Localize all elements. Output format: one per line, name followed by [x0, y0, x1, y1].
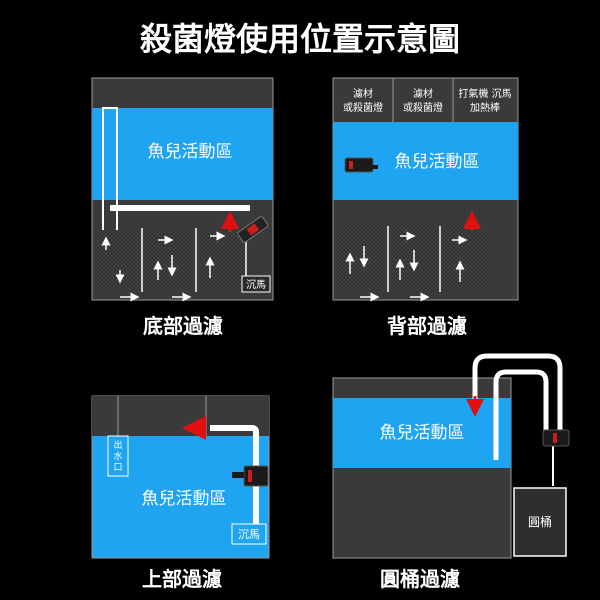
outlet-char-1: 出	[113, 439, 122, 451]
return-pipe	[110, 205, 250, 211]
filter-compartment	[340, 228, 384, 290]
top-filter-label: 上部過濾	[142, 567, 222, 591]
canister-label: 圓桶	[528, 514, 552, 529]
compartment-3-line2: 加熱棒	[470, 101, 500, 114]
fish-zone-label: 魚兒活動區	[395, 152, 480, 172]
sump-pump-box	[231, 523, 267, 545]
sump-pump-box	[241, 275, 271, 293]
compartment-2-line2: 或殺菌燈	[403, 101, 443, 114]
outlet-box	[107, 435, 129, 477]
outlet-char-3: 口	[113, 463, 122, 473]
back-filter-label: 背部過濾	[387, 314, 467, 338]
panel-top-filter: 出 水 口 魚兒活動區 沉馬 上部過濾	[91, 395, 270, 591]
compartment-2-line1: 濾材	[413, 87, 433, 100]
outlet-char-2: 水	[113, 450, 122, 462]
uv-sterilizer	[542, 429, 570, 447]
uv-sterilizer	[237, 216, 269, 243]
compartment-1-line1: 濾材	[353, 87, 373, 100]
water-zone	[92, 108, 273, 200]
filter-compartment	[444, 228, 484, 290]
bottom-filter-label: 底部過濾	[143, 314, 223, 338]
filter-compartment	[200, 230, 244, 290]
sump-pump-label: 沉馬	[246, 278, 266, 291]
inflow-hose	[493, 369, 549, 460]
outflow-hose	[472, 353, 563, 430]
return-pipe	[210, 425, 259, 528]
uv-sterilizer	[232, 465, 269, 487]
panel-bottom-filter: 魚兒活動區	[91, 77, 274, 338]
canister-box	[513, 487, 567, 557]
filter-compartment	[148, 230, 192, 290]
canister-filter-label: 圓桶過濾	[380, 567, 460, 591]
diagram-title: 殺菌燈使用位置示意圖	[140, 20, 460, 58]
panel-back-filter: 濾材 或殺菌燈 濾材 或殺菌燈 打氣機 沉馬 加熱棒 魚兒活動區	[332, 77, 519, 338]
fish-zone-label: 魚兒活動區	[380, 423, 465, 443]
panel-canister-filter: 魚兒活動區 圓桶 圓桶過濾	[332, 353, 570, 591]
compartment-1-line2: 或殺菌燈	[343, 101, 383, 114]
sump-pump-label: 沉馬	[238, 528, 260, 541]
compartment-3-line1: 打氣機 沉馬	[458, 87, 511, 100]
filter-compartment	[96, 230, 140, 290]
fish-zone-label: 魚兒活動區	[148, 142, 233, 162]
fish-zone-label: 魚兒活動區	[142, 489, 227, 509]
uv-sterilizer	[344, 157, 378, 173]
